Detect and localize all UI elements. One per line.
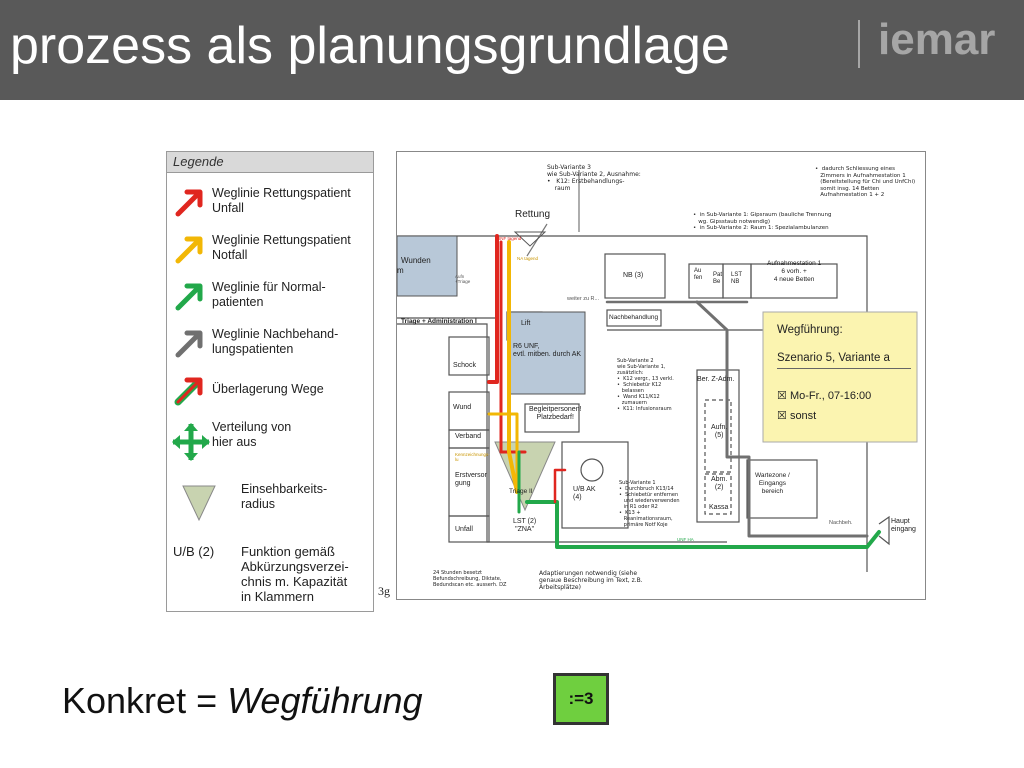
note-sub3: Sub-Variante 3 wie Sub-Variante 2, Ausna… xyxy=(547,164,641,192)
wegfuehrung-option2: sonst xyxy=(789,410,817,422)
legend-title: Legende xyxy=(167,152,373,173)
room-begleit: Begleitpersonen! Platzbedarf! xyxy=(529,406,582,421)
legend-label: Weglinie Nachbehand- lungspatienten xyxy=(212,327,339,356)
wegfuehrung-option1: Mo-Fr., 07-16:00 xyxy=(789,390,872,402)
label-na: NA tagend xyxy=(517,256,539,261)
checkbox-checked-icon: ☒ xyxy=(777,410,787,422)
legend-label: Einsehbarkeits- radius xyxy=(241,482,328,511)
note-gips: • in Sub-Variante 1: Gipsraum (bauliche … xyxy=(693,212,832,231)
room-nb3: NB (3) xyxy=(623,272,644,279)
room-haupteingang: Haupt eingang xyxy=(891,518,916,533)
wegfuehrung-title: Wegführung: xyxy=(777,324,843,336)
room-ber-zadm: Ber. Z-Adm. xyxy=(697,376,735,383)
room-nachbehandlung: Nachbehandlung xyxy=(609,314,659,321)
wegfuehrung-option1-row: ☒ Mo-Fr., 07-16:00 xyxy=(777,389,871,402)
abbreviation-label: U/B (2) xyxy=(173,544,215,559)
room-aufn: Aufn. (5) xyxy=(711,424,728,439)
red-arrow-icon xyxy=(175,189,203,217)
wegfuehrung-rule xyxy=(777,368,911,369)
label-kennzeichnung: Kennzeichnungs- lu xyxy=(455,452,490,462)
label-aufn-triage: Aufn +Triage xyxy=(455,274,471,284)
slide-badge: :=3 xyxy=(553,673,609,725)
room-rettung: Rettung xyxy=(515,209,551,220)
visibility-triangle-icon xyxy=(182,485,216,522)
room-kassa: Kassa xyxy=(709,504,729,511)
legend-label: Weglinie Rettungspatient Notfall xyxy=(212,233,351,262)
room-lst-zna: LST (2) "ZNA" xyxy=(513,518,537,533)
legend-label: Weglinie Rettungspatient Unfall xyxy=(212,186,351,215)
caption: Konkret = Wegführung xyxy=(62,680,423,722)
floor-plan-drawing xyxy=(397,170,918,572)
legend-label: Verteilung von hier aus xyxy=(212,420,292,449)
label-unf-haus: UNF HA xyxy=(677,537,694,542)
floor-plan: Sub-Variante 3 wie Sub-Variante 2, Ausna… xyxy=(396,151,926,600)
note-bottom-mid: Adaptierungen notwendig (siehe genaue Be… xyxy=(539,570,643,591)
wegfuehrung-scenario: Szenario 5, Variante a xyxy=(777,352,890,364)
gray-arrow-icon xyxy=(175,330,203,358)
room-lst-nb: LST NB xyxy=(731,272,743,285)
note-bottom-left: 24 Stunden besetzt Befundschreibung, Dik… xyxy=(433,570,507,588)
room-unfall: Unfall xyxy=(455,526,473,533)
green-arrow-icon xyxy=(175,283,203,311)
room-lift: Lift xyxy=(521,320,531,327)
room-triage2: Triage II xyxy=(509,488,533,495)
caption-label: Konkret = xyxy=(62,680,228,721)
room-wunden: Wunden xyxy=(401,256,431,265)
legend-label: Funktion gemäß Abkürzungsverzei- chnis m… xyxy=(241,544,349,604)
legend-panel: Legende Weglinie Rettungspatient Unfall … xyxy=(166,151,374,612)
label-unf: UNF tagend xyxy=(497,236,522,241)
legend-label: Überlagerung Wege xyxy=(212,382,324,396)
room-pat: Pat Be xyxy=(713,272,723,285)
room-verband: Verband xyxy=(455,433,482,440)
distribution-cross-icon xyxy=(172,423,210,461)
title-bar: prozess als planungsgrundlage iemar xyxy=(0,0,1024,100)
note-sub2: Sub-Variante 2 wie Sub-Variante 1, zusät… xyxy=(617,358,674,412)
caption-emphasis: Wegführung xyxy=(227,680,423,721)
room-abm: Abm. (2) xyxy=(711,476,728,491)
note-sub1: Sub-Variante 1 • Durchbruch K13/14 • Sch… xyxy=(619,480,680,528)
badge-label: :=3 xyxy=(568,689,594,708)
room-schock: Schock xyxy=(453,362,476,369)
room-ub-ak: U/B AK (4) xyxy=(573,486,596,501)
legend-label: Weglinie für Normal- patienten xyxy=(212,280,326,309)
yellow-arrow-icon xyxy=(175,236,203,264)
room-r6: R6 UNF, evtl. mitben. durch AK xyxy=(513,343,582,358)
checkbox-checked-icon: ☒ xyxy=(777,390,787,402)
plan-page-label: 3g xyxy=(378,584,390,598)
room-aufnahmestation: Aufnahmestation 1 6 vorh. + 4 neue Bette… xyxy=(767,260,822,283)
room-wartezone: Wartezone / Eingangs bereich xyxy=(755,472,790,495)
overlap-arrow-icon xyxy=(174,377,203,406)
room-wund: Wund xyxy=(453,404,472,411)
iemar-logo: iemar xyxy=(878,15,996,64)
label-nachbeh: Nachbeh. xyxy=(829,520,853,526)
room-aufn-small: Au fen xyxy=(694,268,703,281)
logo-divider xyxy=(858,20,860,68)
slide-title: prozess als planungsgrundlage xyxy=(10,17,730,75)
wegfuehrung-option2-row: ☒ sonst xyxy=(777,409,816,422)
label-weiter: weiter zu R... xyxy=(567,296,600,302)
room-erstversorgung: Erstversor gung xyxy=(455,472,487,487)
room-triage-admin: Triage + Administration I xyxy=(401,318,477,325)
room-wunden-cut: m xyxy=(397,266,404,275)
note-topright: • dadurch Schliessung eines Zimmers in A… xyxy=(815,166,916,198)
